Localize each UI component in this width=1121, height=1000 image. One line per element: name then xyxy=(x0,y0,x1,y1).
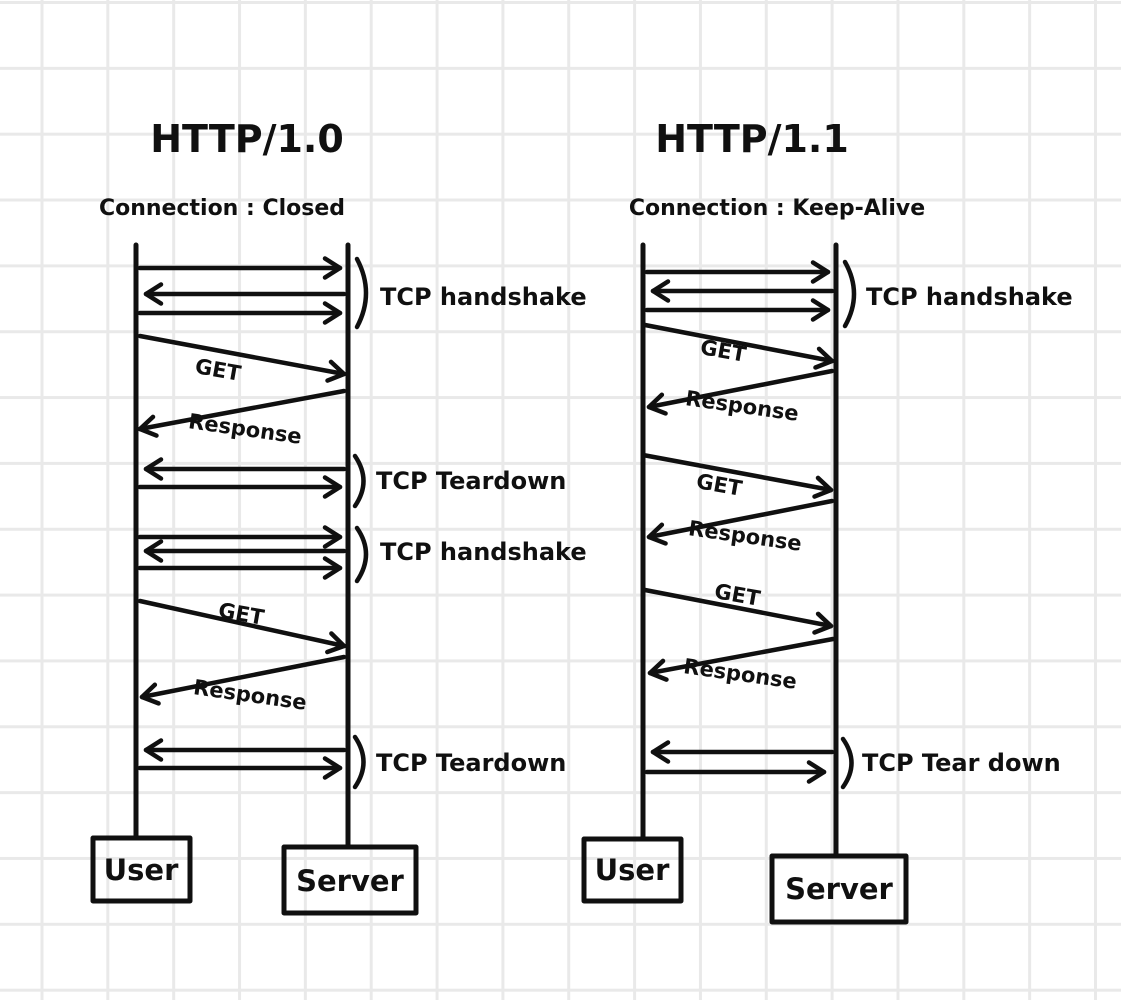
http10-teardown2-brace xyxy=(352,734,366,790)
http10-subtitle: Connection : Closed xyxy=(99,196,345,221)
http11-user-box xyxy=(581,836,684,904)
http11-get1-label: GET xyxy=(698,335,748,367)
http11-handshake-label: TCP handshake xyxy=(866,283,1073,311)
http11-server-box xyxy=(769,853,909,925)
http10-user-label: User xyxy=(104,853,179,887)
http11-get1-arrow xyxy=(642,322,835,370)
http11-response1-arrow xyxy=(646,368,835,416)
http11-handshake-brace xyxy=(842,259,857,329)
http11-diagram: HTTP/1.1 Connection : Keep-Alive TCP han… xyxy=(581,117,1073,925)
http10-response1-label: Response xyxy=(187,409,303,449)
http10-teardown2-label: TCP Teardown xyxy=(376,749,566,777)
http10-response2-label: Response xyxy=(192,675,308,715)
http10-handshake2-label: TCP handshake xyxy=(380,538,587,566)
http10-handshake2-brace xyxy=(354,525,369,584)
http11-teardown-label: TCP Tear down xyxy=(862,749,1061,777)
http10-server-box xyxy=(281,844,419,916)
http11-get3-arrow xyxy=(642,587,834,635)
http10-get1-label: GET xyxy=(193,354,243,386)
http10-response2-arrow xyxy=(139,654,347,706)
http11-response2-label: Response xyxy=(687,516,803,556)
http10-handshake1-label: TCP handshake xyxy=(380,283,587,311)
http10-get2-label: GET xyxy=(216,598,266,630)
http11-user-label: User xyxy=(595,853,670,887)
http10-user-box xyxy=(90,835,193,904)
http10-get1-arrow xyxy=(137,333,347,383)
http11-response2-arrow xyxy=(646,498,835,546)
http11-response1-label: Response xyxy=(684,386,800,426)
http11-server-label: Server xyxy=(785,872,893,906)
http10-get2-arrow xyxy=(137,598,347,655)
http11-subtitle: Connection : Keep-Alive xyxy=(629,196,925,221)
http10-title: HTTP/1.0 xyxy=(150,117,344,161)
http11-get2-arrow xyxy=(640,452,834,499)
http10-teardown1-brace xyxy=(352,453,366,509)
http10-diagram: HTTP/1.0 Connection : Closed TCP handsha… xyxy=(90,117,587,916)
http11-teardown-brace xyxy=(840,736,854,790)
http11-response3-arrow xyxy=(647,636,836,682)
http11-title: HTTP/1.1 xyxy=(655,117,849,161)
http10-teardown1-label: TCP Teardown xyxy=(376,467,566,495)
http10-response1-arrow xyxy=(137,388,347,438)
http10-handshake1-brace xyxy=(354,256,369,330)
http10-server-label: Server xyxy=(296,864,404,898)
http11-response3-label: Response xyxy=(682,654,798,694)
